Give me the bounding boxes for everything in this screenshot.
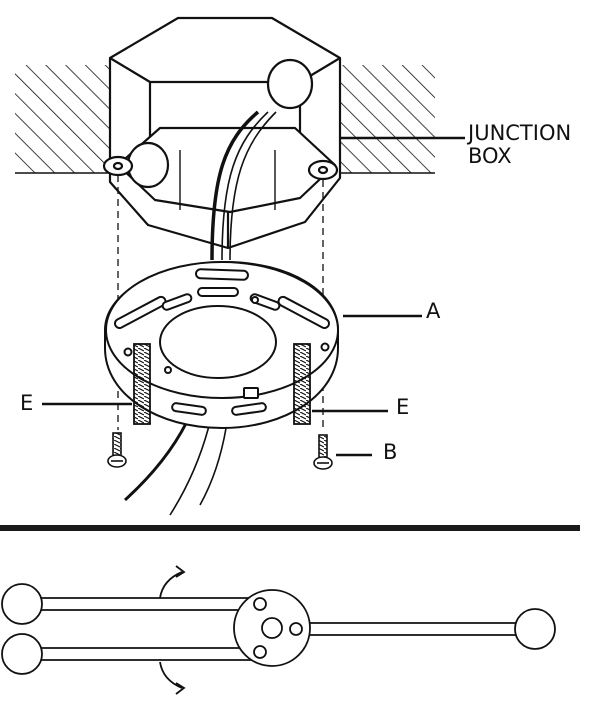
label-stud-left: E xyxy=(20,391,33,415)
label-screw: B xyxy=(383,440,397,464)
mounting-plate xyxy=(104,260,339,430)
label-junction-box-line2: BOX xyxy=(468,144,512,168)
screw-left xyxy=(107,432,127,468)
label-junction-box-line1: JUNCTION xyxy=(466,121,571,145)
stud-right xyxy=(293,343,311,425)
leader-lines xyxy=(42,136,465,457)
section-divider xyxy=(0,525,580,531)
hub-top-view xyxy=(1,565,556,695)
ceiling-hatch-left xyxy=(15,65,110,174)
junction-box xyxy=(102,16,342,250)
label-stud-right: E xyxy=(396,395,409,419)
ceiling-hatch-right xyxy=(340,65,435,174)
label-mounting-plate: A xyxy=(426,299,441,323)
screw-right xyxy=(313,434,333,470)
stud-left xyxy=(133,343,151,425)
